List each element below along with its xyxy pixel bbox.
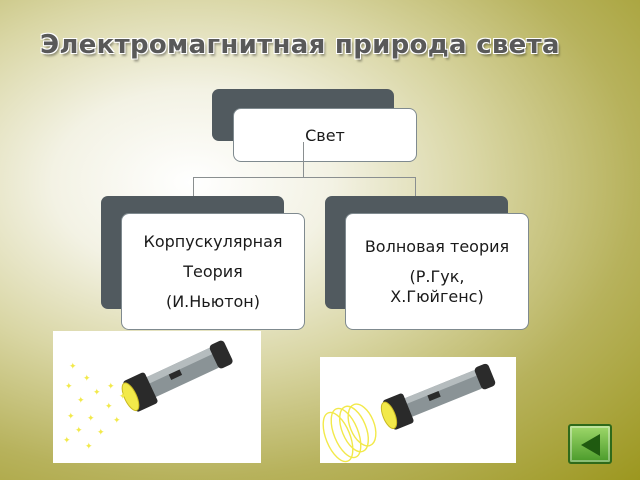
svg-text:✦: ✦ [85, 442, 93, 452]
right-node-line-2: (Р.Гук, [409, 266, 465, 286]
svg-text:✦: ✦ [63, 436, 71, 446]
svg-text:✦: ✦ [65, 382, 73, 392]
left-node-card: Корпускулярная Теория (И.Ньютон) [121, 213, 305, 330]
svg-text:✦: ✦ [107, 382, 115, 392]
svg-text:✦: ✦ [77, 396, 85, 406]
svg-text:✦: ✦ [87, 414, 95, 424]
triangle-left-icon [581, 434, 600, 456]
back-button[interactable] [568, 424, 612, 464]
flashlight-particles-image: ✦✦✦ ✦✦✦ ✦✦✦ ✦✦✦ ✦✦✦ [53, 331, 261, 463]
svg-text:✦: ✦ [69, 362, 77, 372]
connector-vertical-root [303, 142, 304, 178]
svg-text:✦: ✦ [75, 426, 83, 436]
root-node-label: Свет [305, 125, 345, 145]
left-node-line-2: Теория [183, 261, 243, 281]
connector-vertical-right [415, 177, 416, 197]
right-node-card: Волновая теория (Р.Гук, Х.Гюйгенс) [345, 213, 529, 330]
right-node-line-3: Х.Гюйгенс) [390, 286, 484, 306]
svg-text:✦: ✦ [105, 402, 113, 412]
svg-text:✦: ✦ [83, 374, 91, 384]
right-node-line-1: Волновая теория [364, 236, 510, 256]
flashlight-waves-icon [322, 363, 496, 463]
root-node-card: Свет [233, 108, 417, 162]
flashlight-waves-image [320, 357, 516, 463]
connector-horizontal [193, 177, 416, 178]
flashlight-particles-icon: ✦✦✦ ✦✦✦ ✦✦✦ ✦✦✦ ✦✦✦ [63, 340, 233, 452]
svg-text:✦: ✦ [113, 416, 121, 426]
page-title: Электромагнитная природа света [40, 30, 560, 60]
left-node-line-1: Корпускулярная [143, 231, 283, 251]
svg-text:✦: ✦ [93, 388, 101, 398]
svg-text:✦: ✦ [67, 412, 75, 422]
svg-text:✦: ✦ [119, 392, 127, 402]
svg-text:✦: ✦ [97, 428, 105, 438]
connector-vertical-left [193, 177, 194, 197]
left-node-line-3: (И.Ньютон) [165, 291, 261, 311]
